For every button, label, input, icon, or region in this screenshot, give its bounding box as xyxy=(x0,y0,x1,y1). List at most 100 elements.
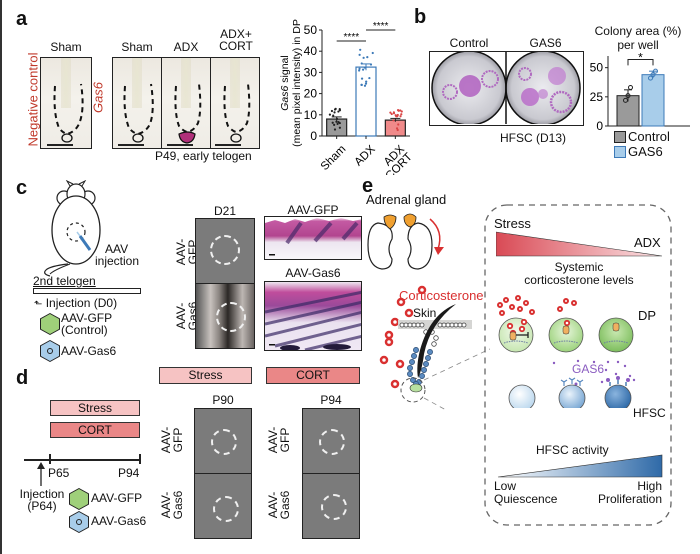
adx-label: ADX xyxy=(634,235,661,250)
data-point xyxy=(359,48,362,51)
timeline-stress-bar: Stress xyxy=(50,400,140,416)
timeline-tick-p65 xyxy=(49,454,51,464)
legend-gas6-label: GAS6 xyxy=(628,144,663,159)
systemic-levels-line2: corticosterone levels xyxy=(524,273,634,287)
negative-control-label: Negative control xyxy=(25,52,41,147)
data-point xyxy=(360,83,363,86)
significance-bracket xyxy=(627,59,654,66)
hfsc-cells-diagram xyxy=(508,359,636,408)
legend-aav-gfp: AAV-GFP (Control) xyxy=(61,312,112,336)
data-point xyxy=(333,111,336,114)
significance-label: **** xyxy=(344,32,360,43)
data-point xyxy=(338,109,342,112)
col-p94: P94 xyxy=(320,393,342,407)
chart-b-title-line1: Colony area (%) xyxy=(594,24,682,38)
image-p90-aav-gas6 xyxy=(194,473,252,539)
hexagon-gfp-fill xyxy=(41,314,59,334)
data-point xyxy=(628,85,633,90)
micrograph-gas6-sham xyxy=(112,57,162,149)
bar-adxcort xyxy=(384,119,406,137)
data-point xyxy=(362,56,365,59)
y-tick-label: 30 xyxy=(304,65,318,79)
data-point xyxy=(336,122,339,126)
data-point xyxy=(648,75,653,81)
legend-control-label: Control xyxy=(628,129,670,144)
skin-label: Skin xyxy=(413,306,437,320)
he-aav-gfp-title: AAV-GFP xyxy=(287,203,339,217)
adrenal-skin-diagram xyxy=(367,213,444,347)
y-tick-label: 40 xyxy=(304,44,318,58)
row-aav-gfp-d2-line2: GFP xyxy=(278,427,292,453)
dp-label: DP xyxy=(638,308,657,323)
injection-p64-line1: Injection xyxy=(19,487,65,501)
injection-up-arrow-icon xyxy=(37,462,45,486)
row-aav-gfp-d1-line2: GFP xyxy=(171,427,185,453)
dashed-circle xyxy=(216,302,246,332)
data-point xyxy=(364,82,368,85)
corticosterone-dots-icon xyxy=(384,285,427,347)
mouse-icon xyxy=(44,180,101,277)
aav-injection-line2: injection xyxy=(95,254,140,268)
data-point xyxy=(363,66,367,69)
data-point xyxy=(368,76,371,80)
col-sham-neg: Sham xyxy=(50,40,82,54)
micrograph-gas6-adx-cort xyxy=(210,57,260,149)
data-point xyxy=(395,127,399,130)
injection-arrow-icon: ⬑ xyxy=(34,299,43,310)
dashed-circle xyxy=(321,494,347,520)
y-tick-label: 25 xyxy=(590,90,604,104)
col-adx-cort-line2: CORT xyxy=(219,39,253,53)
data-point xyxy=(390,112,393,116)
gas6-label: GAS6 xyxy=(572,362,605,376)
corticosterone-gradient-wedge xyxy=(496,231,663,257)
legend-control-swatch xyxy=(614,131,626,143)
data-point xyxy=(337,110,340,113)
image-p94-aav-gas6 xyxy=(302,473,360,539)
hexagon-gas6-dot xyxy=(47,348,53,354)
data-point xyxy=(395,115,398,118)
hfsc-label: HFSC xyxy=(633,406,666,420)
high-label: High xyxy=(637,479,662,493)
image-p94-aav-gfp xyxy=(302,408,360,474)
bar-adx xyxy=(355,66,377,137)
data-point xyxy=(623,97,628,103)
high-proliferation-label: High Proliferation xyxy=(590,480,662,506)
legend-aav-gas6-d: AAV-Gas6 xyxy=(91,514,147,528)
row-aav-gfp-d1: AAV-GFP xyxy=(159,415,185,465)
colony-images xyxy=(429,51,584,126)
panel-e-letter: e xyxy=(362,175,374,197)
second-telogen-label: 2nd telogen xyxy=(33,274,96,288)
timeline-cort-bar: CORT xyxy=(50,422,140,438)
he-aav-gas6-title: AAV-Gas6 xyxy=(285,266,341,280)
adrenal-right-icon xyxy=(403,213,417,228)
panel-a-caption: P49, early telogen xyxy=(155,149,252,163)
legend-aav-gas6: AAV-Gas6 xyxy=(61,344,117,358)
injection-p64-label: Injection (P64) xyxy=(12,488,72,512)
panel-a-letter: a xyxy=(16,8,28,30)
injection-p64-line2: (P64) xyxy=(27,499,57,513)
adrenal-left-icon xyxy=(383,214,397,230)
data-point xyxy=(332,114,335,117)
dashed-circle xyxy=(211,429,237,455)
data-point xyxy=(365,80,368,83)
data-point xyxy=(371,51,374,55)
col-gas6: GAS6 xyxy=(529,36,562,50)
y-tick-label: 0 xyxy=(596,119,603,130)
data-point xyxy=(331,121,334,124)
figure-frame xyxy=(0,0,2,554)
micrograph-gas6-adx xyxy=(161,57,211,149)
hexagon-gas6-dot-d xyxy=(76,519,82,525)
data-point xyxy=(399,115,402,118)
hexagon-gfp-fill-d xyxy=(70,489,88,509)
row-aav-gfp-d2: AAV-GFP xyxy=(266,415,292,465)
col-sham: Sham xyxy=(121,40,153,54)
row-aav-gas6-d1-line2: Gas6 xyxy=(171,490,185,520)
dashed-circle xyxy=(213,496,239,522)
data-point xyxy=(389,111,392,114)
data-point xyxy=(396,128,399,132)
y-tick-label: 50 xyxy=(590,61,604,75)
hfsc-activity-label: HFSC activity xyxy=(536,443,609,457)
image-p90-aav-gfp xyxy=(194,408,252,474)
tick-p65-label: P65 xyxy=(48,466,70,480)
